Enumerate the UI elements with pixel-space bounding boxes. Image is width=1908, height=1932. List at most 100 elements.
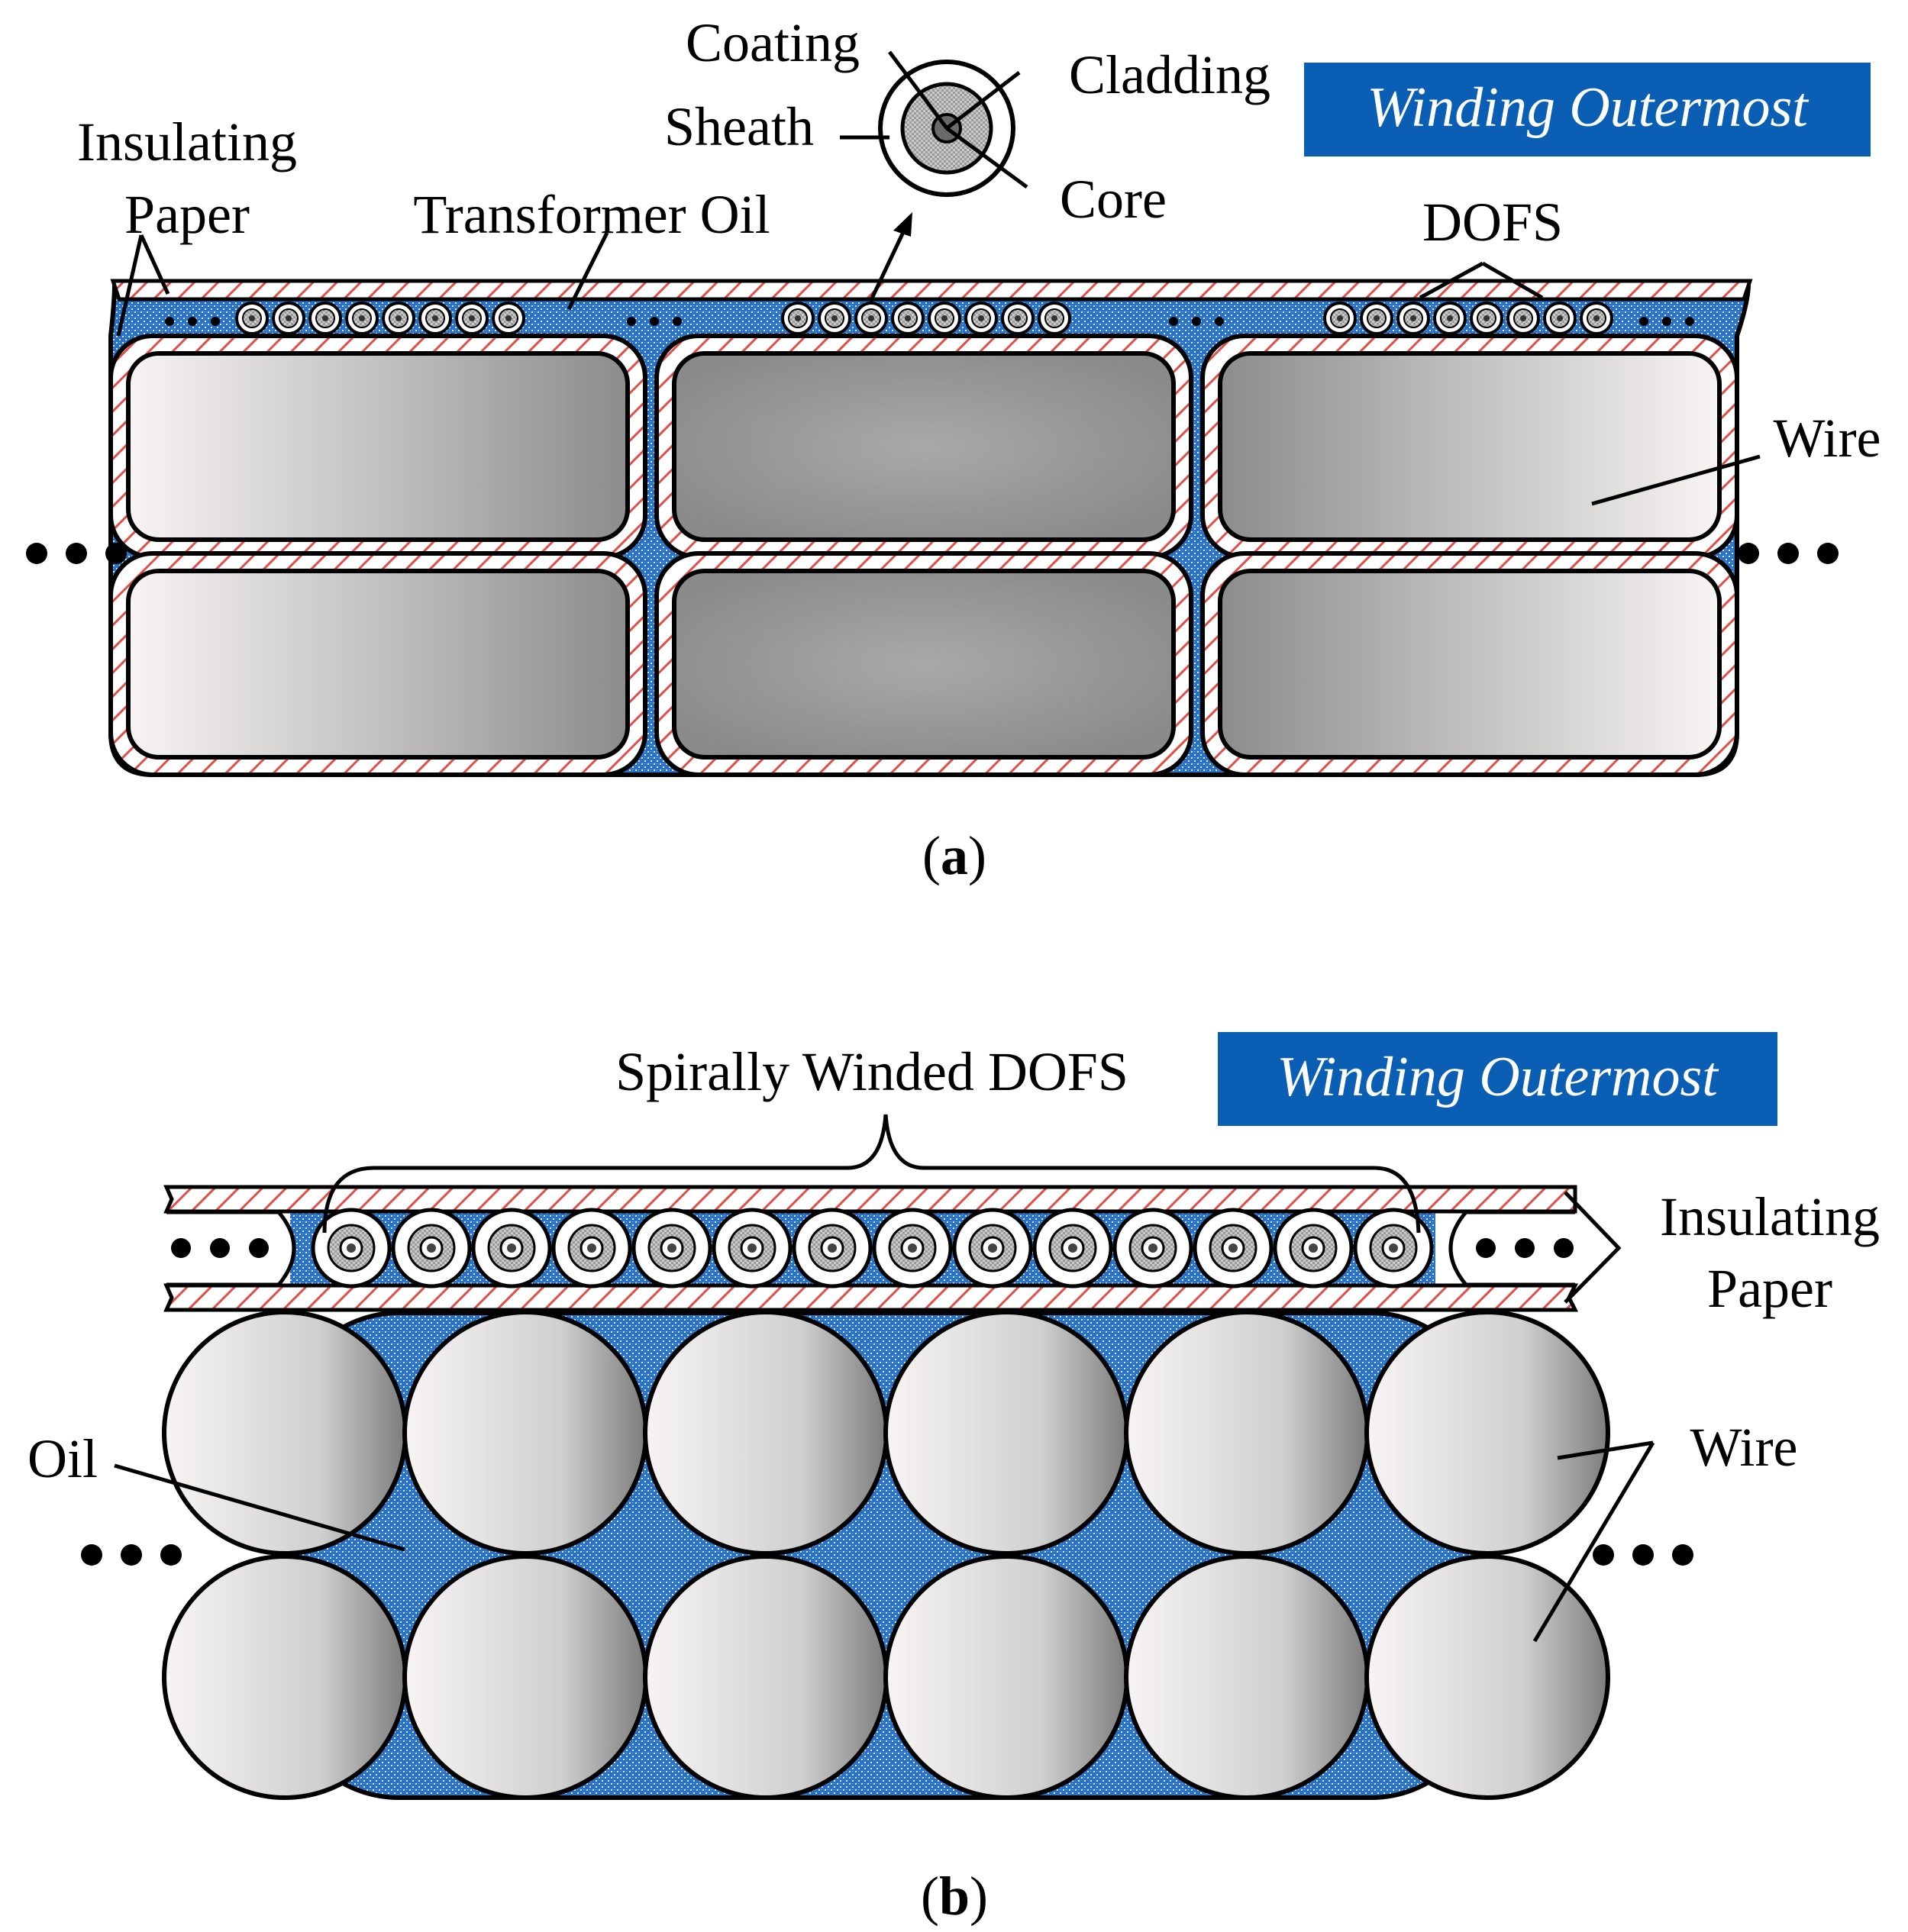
fiber-a-1-1	[235, 302, 269, 335]
panel-b: Winding Outermost Spirally Winded DOFS I…	[27, 1032, 1880, 1927]
side-ellipsis-right-a	[1738, 543, 1839, 564]
fiber-cross-section	[840, 50, 1028, 303]
channel-right-end	[1448, 1210, 1575, 1287]
fiber-b-6	[712, 1208, 793, 1289]
label-insulating-b1: Insulating	[1660, 1186, 1880, 1247]
paper-leader-b	[1564, 1191, 1622, 1304]
wire-circle-2-1	[162, 1554, 408, 1800]
wire-grid-a	[108, 334, 1739, 777]
label-insulating-a1: Insulating	[77, 111, 297, 173]
fiber-b-5	[631, 1208, 712, 1289]
fiber-a-3-3	[1396, 302, 1430, 335]
wire-r2c1	[108, 551, 647, 777]
wire-circle-1-6	[1364, 1310, 1610, 1556]
fiber-a-2-8	[1038, 302, 1071, 335]
fiber-b-12	[1193, 1208, 1274, 1289]
fiber-a-2-6	[964, 302, 998, 335]
fiber-a-1-2	[272, 302, 305, 335]
fiber-a-3-2	[1360, 302, 1393, 335]
panel-a: Winding Outermost Insulating Paper Trans…	[26, 12, 1881, 886]
fiber-a-1-6	[418, 302, 452, 335]
wire-r1c2	[654, 334, 1193, 560]
fiber-a-2-2	[818, 302, 851, 335]
wire-r1c1	[108, 334, 647, 560]
fiber-b-1	[311, 1208, 392, 1289]
fiber-a-1-4	[345, 302, 379, 335]
wire-r1c3	[1200, 334, 1739, 560]
label-transformer-oil: Transformer Oil	[413, 184, 770, 245]
wire-circle-1-1	[162, 1310, 408, 1556]
fiber-b-2	[391, 1208, 472, 1289]
channel-left-end	[166, 1210, 296, 1287]
wire-circle-2-6	[1364, 1554, 1610, 1800]
dofs-brace	[322, 1114, 1421, 1234]
channel-ellipsis-right	[1476, 1238, 1574, 1258]
label-wire-b: Wire	[1690, 1417, 1797, 1478]
banner-text-b: Winding Outermost	[1277, 1046, 1719, 1108]
strip-ellipsis-dots	[165, 317, 1694, 326]
side-ellipsis-left-a	[26, 543, 127, 564]
winding-outermost-banner-b: Winding Outermost	[1218, 1032, 1777, 1126]
fiber-b-10	[1032, 1208, 1113, 1289]
wire-circle-2-5	[1124, 1554, 1370, 1800]
fiber-a-1-8	[492, 302, 525, 335]
label-wire-a: Wire	[1773, 408, 1881, 469]
dofs-fibers-a	[235, 302, 1613, 335]
fiber-a-3-6	[1506, 302, 1540, 335]
wire-circle-1-2	[402, 1310, 648, 1556]
wire-circle-1-5	[1124, 1310, 1370, 1556]
label-paper-a: Paper	[124, 184, 250, 245]
fiber-a-3-4	[1433, 302, 1467, 335]
fiber-b-7	[792, 1208, 873, 1289]
caption-b: (b)	[921, 1866, 988, 1927]
dofs-fibers-b	[311, 1208, 1434, 1289]
wire-r2c2	[654, 551, 1193, 777]
upper-paper-strip-b	[163, 1185, 1577, 1214]
side-ellipsis-left-b	[81, 1544, 182, 1566]
fiber-b-13	[1273, 1208, 1354, 1289]
winding-outermost-banner-a: Winding Outermost	[1304, 63, 1871, 156]
fiber-a-1-3	[308, 302, 342, 335]
fiber-a-3-8	[1580, 302, 1613, 335]
oil-leader	[114, 1463, 405, 1552]
wire-leader-1	[1557, 1440, 1654, 1460]
label-core: Core	[1060, 169, 1167, 230]
label-coating: Coating	[686, 12, 860, 73]
label-dofs: DOFS	[1422, 192, 1563, 253]
fiber-b-9	[952, 1208, 1033, 1289]
top-paper-strip	[110, 279, 1753, 302]
wire-circle-1-4	[883, 1310, 1129, 1556]
fiber-a-2-3	[854, 302, 888, 335]
fiber-a-2-1	[781, 302, 815, 335]
label-oil: Oil	[27, 1428, 98, 1489]
caption-a: (a)	[922, 825, 986, 886]
fiber-b-11	[1112, 1208, 1193, 1289]
leaders-a	[116, 231, 1761, 506]
fiber-b-14	[1353, 1208, 1434, 1289]
fiber-b-8	[872, 1208, 953, 1289]
wire-circle-2-4	[883, 1554, 1129, 1800]
fiber-a-2-4	[891, 302, 925, 335]
fiber-a-1-7	[455, 302, 489, 335]
fiber-b-4	[551, 1208, 632, 1289]
wire-circle-1-3	[643, 1310, 889, 1556]
fiber-a-2-7	[1001, 302, 1035, 335]
fiber-a-1-5	[382, 302, 415, 335]
fiber-a-3-1	[1323, 302, 1357, 335]
label-paper-b: Paper	[1707, 1258, 1832, 1319]
fiber-b-3	[471, 1208, 552, 1289]
fiber-a-2-5	[928, 302, 961, 335]
lower-paper-strip-b	[163, 1283, 1579, 1312]
side-ellipsis-right-b	[1593, 1544, 1693, 1566]
label-spirally-winded-dofs: Spirally Winded DOFS	[615, 1041, 1128, 1102]
banner-text-a: Winding Outermost	[1367, 76, 1810, 139]
wire-r2c3	[1200, 551, 1739, 777]
label-sheath: Sheath	[664, 96, 814, 157]
wire-grid-b	[162, 1310, 1610, 1800]
wire-circle-2-3	[643, 1554, 889, 1800]
wire-circle-2-2	[402, 1554, 648, 1800]
fiber-a-3-5	[1470, 302, 1503, 335]
fiber-a-3-7	[1543, 302, 1577, 335]
wire-leader-2	[1532, 1441, 1655, 1643]
